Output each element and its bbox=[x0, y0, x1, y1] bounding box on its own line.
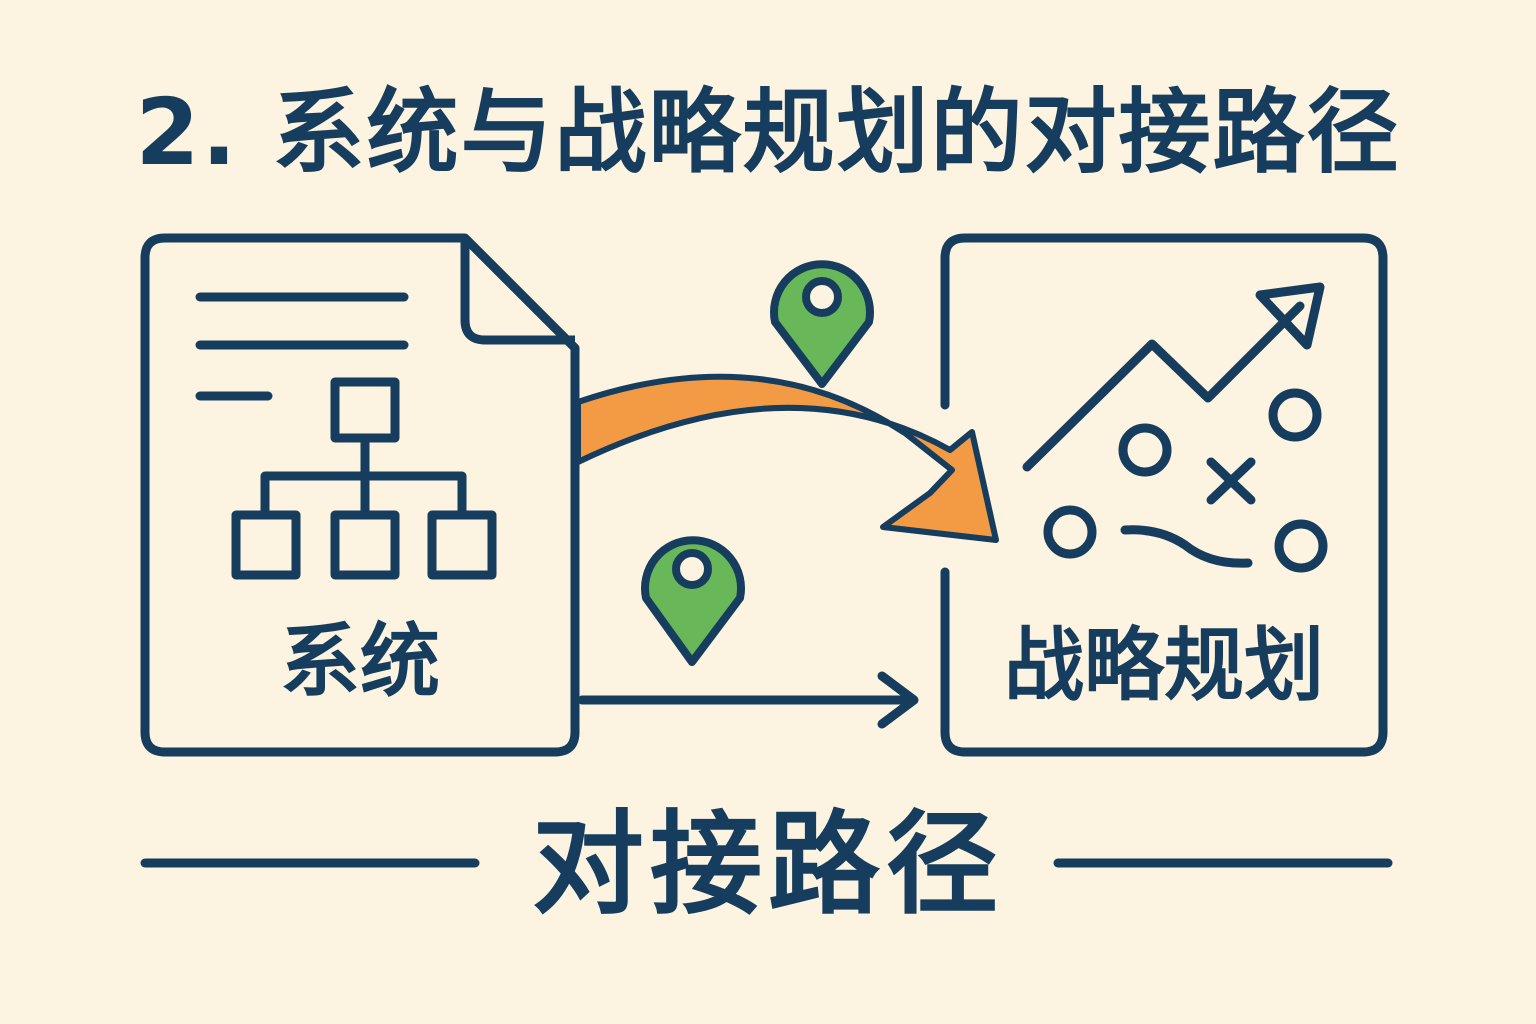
strategy-box-frame bbox=[940, 233, 1388, 757]
trend-arrow-icon bbox=[1022, 282, 1325, 472]
document-icon bbox=[140, 233, 580, 757]
system-box bbox=[140, 233, 580, 757]
map-pin-icon bbox=[770, 260, 874, 388]
footer-label: 对接路径 bbox=[532, 800, 1004, 930]
org-chart-icon bbox=[231, 377, 497, 580]
system-label: 系统 bbox=[280, 615, 440, 708]
play-diagram-icon bbox=[1043, 388, 1328, 573]
straight-arrow-icon bbox=[577, 671, 919, 729]
map-pin-icon bbox=[641, 536, 745, 666]
strategy-box bbox=[940, 233, 1388, 757]
document-fold-icon bbox=[460, 238, 575, 345]
page-title: 2. 系统与战略规划的对接路径 bbox=[135, 79, 1401, 186]
strategy-label: 战略规划 bbox=[1004, 619, 1324, 712]
curved-arrow-icon bbox=[575, 373, 999, 543]
